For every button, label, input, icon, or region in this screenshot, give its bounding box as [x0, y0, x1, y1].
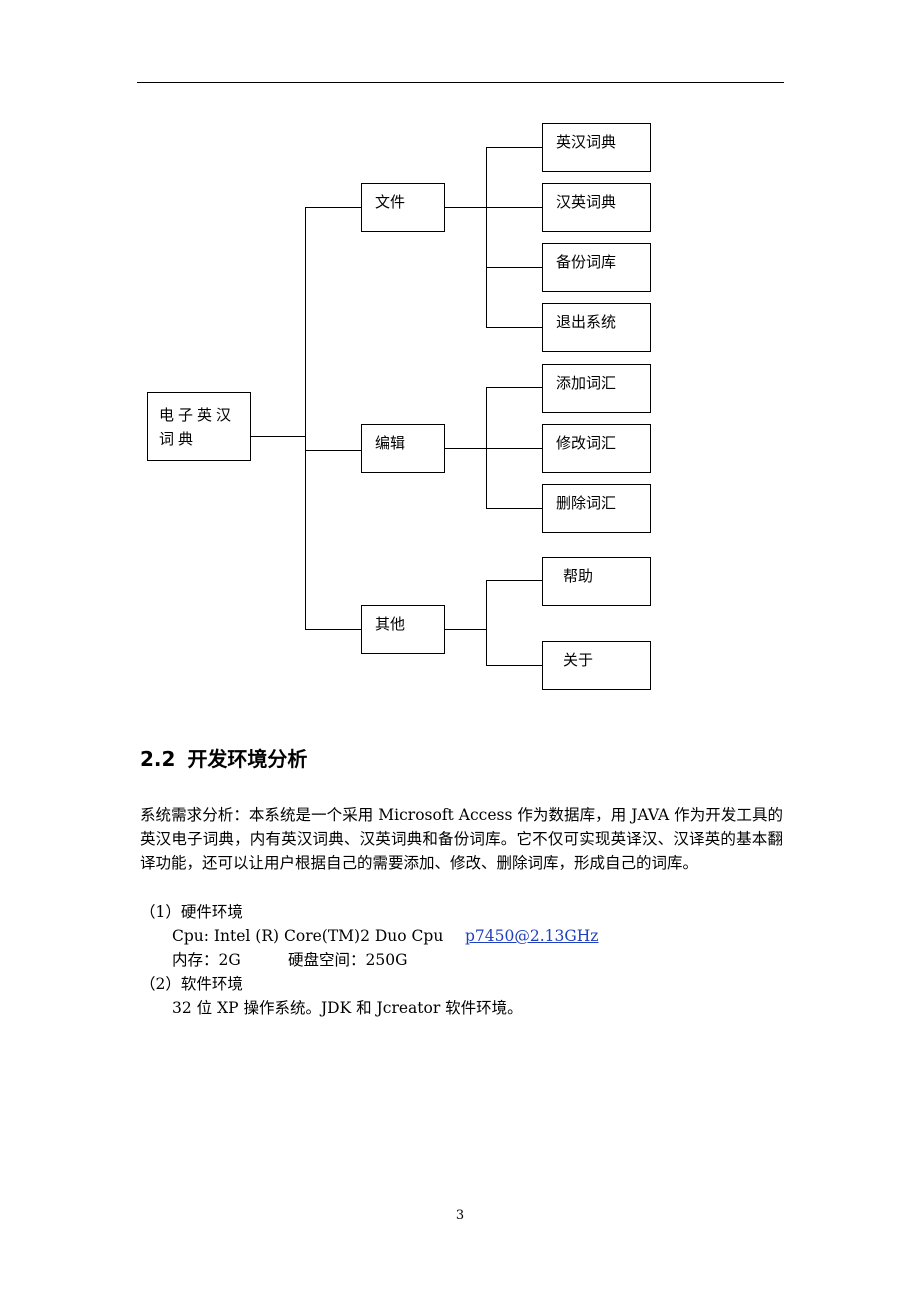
- connector: [486, 665, 543, 666]
- leaf-node-label: 删除词汇: [556, 494, 617, 512]
- page-number: 3: [455, 1208, 465, 1223]
- section-title: 开发环境分析: [187, 747, 308, 771]
- disk-line: 硬盘空间：250G: [288, 948, 407, 972]
- leaf-node-label: 修改词汇: [556, 434, 617, 452]
- connector: [486, 508, 543, 509]
- cpu-text: Cpu: Intel (R) Core(TM)2 Duo Cpu: [172, 927, 444, 945]
- software-text: 32 位 XP 操作系统。JDK 和 Jcreator 软件环境。: [172, 999, 523, 1017]
- leaf-node: 汉英词典: [542, 183, 651, 232]
- leaf-node: 添加词汇: [542, 364, 651, 413]
- memory-value: 2G: [218, 951, 241, 969]
- connector: [486, 267, 543, 268]
- root-node: 电子英汉词典: [147, 392, 251, 461]
- menu-structure-diagram: 电子英汉词典 文件 英汉词典 汉英词典 备份词库 退出系统 编辑 添加词汇 修改…: [147, 123, 651, 690]
- connector: [486, 580, 487, 666]
- connector: [445, 629, 487, 630]
- leaf-node-label: 帮助: [563, 567, 594, 585]
- connector: [445, 207, 487, 208]
- group-node-label: 文件: [375, 193, 406, 211]
- connector: [486, 327, 543, 328]
- group-node-file: 文件: [361, 183, 445, 232]
- connector: [486, 448, 543, 449]
- leaf-node: 帮助: [542, 557, 651, 606]
- disk-value: 250G: [365, 951, 408, 969]
- leaf-node-label: 备份词库: [556, 253, 617, 271]
- connector: [305, 207, 306, 630]
- group-node-other: 其他: [361, 605, 445, 654]
- leaf-node: 英汉词典: [542, 123, 651, 172]
- leaf-node: 关于: [542, 641, 651, 690]
- root-node-label: 电子英汉词典: [159, 406, 236, 448]
- cpu-line: Cpu: Intel (R) Core(TM)2 Duo Cpu: [172, 924, 443, 948]
- memory-line: 内存：2G: [172, 948, 241, 972]
- connector: [251, 436, 306, 437]
- connector: [305, 450, 362, 451]
- requirements-paragraph: 系统需求分析：本系统是一个采用 Microsoft Access 作为数据库，用…: [140, 806, 783, 872]
- leaf-node-label: 添加词汇: [556, 374, 617, 392]
- connector: [305, 629, 362, 630]
- header-rule: [137, 82, 784, 83]
- connector: [486, 147, 543, 148]
- leaf-node: 修改词汇: [542, 424, 651, 473]
- hardware-heading: （1）硬件环境: [140, 903, 243, 921]
- leaf-node: 退出系统: [542, 303, 651, 352]
- leaf-node: 备份词库: [542, 243, 651, 292]
- leaf-node: 删除词汇: [542, 484, 651, 533]
- software-heading: （2）软件环境: [140, 975, 243, 993]
- group-node-label: 编辑: [375, 434, 406, 452]
- cpu-link-text[interactable]: p7450@2.13GHz: [465, 927, 599, 945]
- connector: [486, 147, 487, 328]
- connector: [445, 448, 487, 449]
- group-node-edit: 编辑: [361, 424, 445, 473]
- leaf-node-label: 英汉词典: [556, 133, 617, 151]
- leaf-node-label: 退出系统: [556, 313, 617, 331]
- memory-label: 内存：: [172, 951, 219, 969]
- connector: [486, 207, 543, 208]
- connector: [486, 580, 543, 581]
- section-heading: 2.2 开发环境分析: [140, 745, 307, 773]
- group-node-label: 其他: [375, 615, 406, 633]
- leaf-node-label: 汉英词典: [556, 193, 617, 211]
- leaf-node-label: 关于: [563, 651, 594, 669]
- connector: [486, 387, 543, 388]
- connector: [305, 207, 362, 208]
- section-number: 2.2: [140, 747, 176, 771]
- disk-label: 硬盘空间：: [288, 951, 366, 969]
- cpu-link[interactable]: p7450@2.13GHz: [465, 924, 598, 948]
